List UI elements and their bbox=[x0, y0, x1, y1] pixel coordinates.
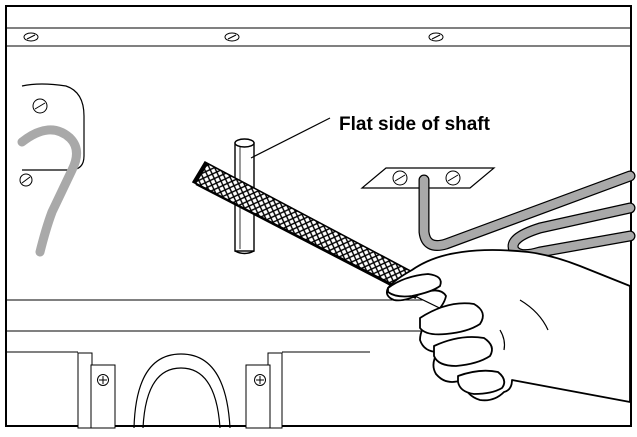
finger-ring bbox=[457, 369, 506, 395]
bottom-assembly bbox=[7, 351, 370, 429]
screw-head-icon bbox=[97, 374, 109, 386]
callout: Flat side of shaft bbox=[250, 114, 491, 159]
knuckle-crease bbox=[519, 299, 549, 331]
finger-index bbox=[419, 302, 484, 336]
screw-head-icon bbox=[23, 32, 39, 42]
callout-leader-line bbox=[250, 117, 331, 159]
screw-head-icon bbox=[254, 374, 266, 386]
finger-middle bbox=[433, 336, 493, 367]
left-heating-element bbox=[17, 83, 85, 257]
callout-label: Flat side of shaft bbox=[339, 114, 491, 135]
thumb bbox=[387, 273, 442, 298]
top-rail bbox=[7, 27, 630, 47]
screw-head-icon bbox=[445, 170, 461, 186]
knuckle-crease bbox=[499, 329, 506, 351]
screw-head-icon bbox=[224, 32, 240, 42]
motor-housing-inner bbox=[142, 367, 221, 429]
motor-housing-outer bbox=[133, 353, 231, 429]
screw-head-icon bbox=[428, 32, 444, 42]
hand bbox=[385, 249, 631, 403]
screw-head-icon bbox=[392, 170, 408, 186]
